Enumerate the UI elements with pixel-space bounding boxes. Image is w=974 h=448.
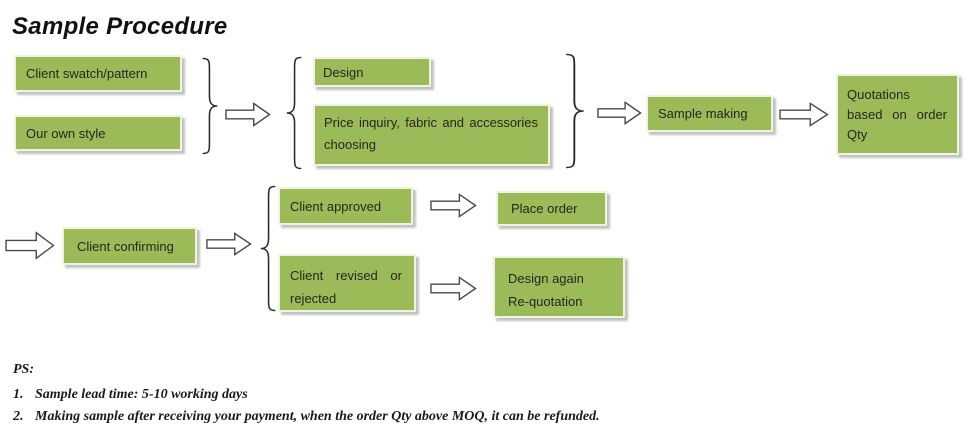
arrow-approved-to-place-order <box>430 193 477 218</box>
brace-inputs-close <box>202 57 218 155</box>
flow-box-line: rejected <box>290 291 337 306</box>
page-title: Sample Procedure <box>12 13 228 40</box>
arrow-revised-to-design-again <box>430 276 477 301</box>
brace-outcomes-open <box>260 185 276 312</box>
note-number: 2. <box>13 409 24 424</box>
brace-process-open <box>286 56 302 170</box>
arrow-start-to-client-confirming <box>5 231 55 260</box>
note-item: 1. Sample lead time: 5-10 working days <box>13 387 248 403</box>
flow-box-label: Design <box>323 64 364 80</box>
note-item: 2. Making sample after receiving your pay… <box>13 409 600 425</box>
note-number: 1. <box>13 387 24 402</box>
flow-box-design-again: Design again Re-quotation <box>493 256 625 318</box>
flow-box-line: Re-quotation <box>508 294 583 309</box>
flow-box-our-own-style: Our own style <box>14 115 182 151</box>
flow-box-label: Sample making <box>658 106 748 121</box>
flow-box-sample-making: Sample making <box>646 95 773 132</box>
flow-box-line: choosing <box>324 137 377 152</box>
flow-box-label: Our own style <box>26 125 106 141</box>
flow-box-place-order: Place order <box>496 191 607 226</box>
flow-box-design: Design <box>313 57 431 87</box>
notes-heading: PS: <box>13 362 34 377</box>
flow-box-quotation: Quotations based on order Qty <box>836 74 959 155</box>
arrow-inputs-to-process <box>225 102 271 127</box>
flow-box-label: Client swatch/pattern <box>26 66 148 81</box>
flow-box-label: Client approved <box>290 198 382 214</box>
note-text: Making sample after receiving your payme… <box>35 409 600 424</box>
arrow-sample-making-to-quotation <box>779 102 829 127</box>
flow-box-line: based on order <box>847 107 947 122</box>
note-text: Sample lead time: 5-10 working days <box>35 387 248 402</box>
flow-box-label: Client confirming <box>77 238 174 254</box>
flow-box-client-revised: Client revised or rejected <box>278 254 416 312</box>
arrow-confirming-to-outcomes <box>206 232 252 256</box>
flow-box-client-swatch: Client swatch/pattern <box>14 55 182 92</box>
flow-box-line: Client revised or <box>290 268 402 283</box>
flow-box-client-confirming: Client confirming <box>62 227 197 265</box>
brace-process-close <box>566 53 584 169</box>
flow-box-label: Place order <box>511 201 578 216</box>
flow-box-line: Price inquiry, fabric and accessories <box>324 115 538 130</box>
flow-box-line: Quotations <box>847 87 910 102</box>
flow-box-line: Qty <box>847 127 868 142</box>
flow-box-line: Design again <box>508 271 584 286</box>
arrow-process-to-sample-making <box>597 101 642 125</box>
flow-box-client-approved: Client approved <box>278 187 413 225</box>
flow-box-price-inquiry: Price inquiry, fabric and accessories ch… <box>313 104 550 166</box>
